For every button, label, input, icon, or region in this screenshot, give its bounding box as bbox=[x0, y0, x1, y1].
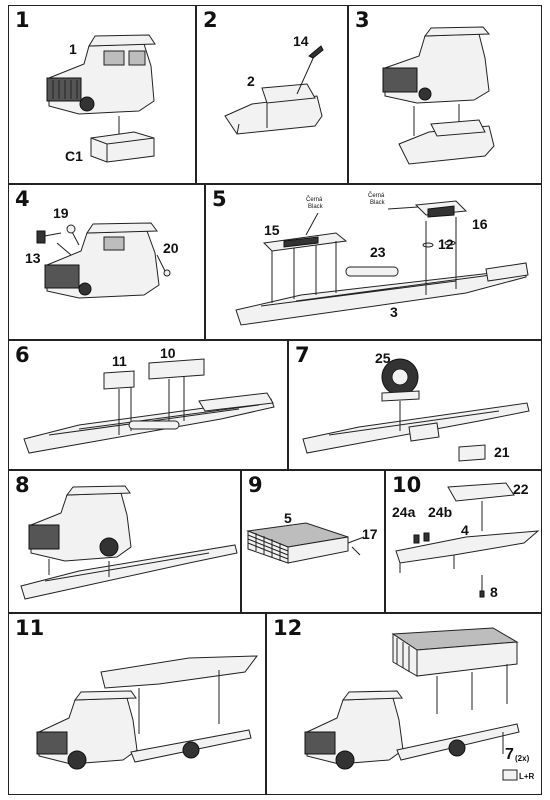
side-note: L+R bbox=[519, 772, 535, 781]
part-label: 17 bbox=[362, 526, 378, 542]
step-4-panel: 4 19 13 20 bbox=[8, 184, 205, 340]
part-label: 7 bbox=[505, 746, 514, 763]
step-7-panel: 7 25 21 bbox=[288, 340, 542, 470]
part-label: 10 bbox=[160, 345, 176, 361]
part-label: 3 bbox=[390, 304, 398, 320]
step-5-panel: 5 15 Černá Black Černá Black 23 3 16 12 bbox=[205, 184, 542, 340]
part-label: 21 bbox=[494, 444, 510, 460]
step-number: 11 bbox=[15, 616, 45, 640]
part-label: 22 bbox=[513, 481, 529, 497]
cab-details-illustration bbox=[36, 222, 171, 299]
step-number: 9 bbox=[248, 473, 263, 497]
deck-assembly-illustration bbox=[395, 482, 540, 598]
step-number: 4 bbox=[15, 187, 30, 211]
part-label: 11 bbox=[112, 353, 127, 369]
part-label: 24a bbox=[392, 504, 416, 520]
step-number: 7 bbox=[295, 343, 310, 367]
step-number: 5 bbox=[212, 187, 227, 211]
part-label: 8 bbox=[490, 584, 498, 600]
step-number: 6 bbox=[15, 343, 30, 367]
truck-cab-illustration bbox=[46, 34, 156, 163]
part-label: 1 bbox=[69, 41, 77, 57]
part-label: 5 bbox=[284, 510, 292, 526]
step-12-panel: 12 7 (2x) L+R bbox=[266, 613, 542, 795]
cab-bumper-fit-illustration bbox=[382, 26, 495, 165]
step-1-panel: 1 1 C1 bbox=[8, 5, 196, 184]
step-number: 2 bbox=[203, 8, 218, 32]
spare-wheel-illustration bbox=[302, 358, 530, 462]
bumper-assembly-illustration bbox=[224, 45, 324, 135]
paint-note-czech: Černá bbox=[368, 193, 385, 199]
deck-on-truck-illustration bbox=[36, 655, 259, 770]
step-3-panel: 3 bbox=[348, 5, 542, 184]
part-label: 16 bbox=[472, 216, 488, 232]
step-number: 12 bbox=[273, 616, 303, 640]
step-number: 8 bbox=[15, 473, 30, 497]
step-number: 3 bbox=[355, 8, 370, 32]
part-label: C1 bbox=[65, 148, 83, 164]
part-label: 20 bbox=[163, 240, 179, 256]
part-label: 15 bbox=[264, 222, 280, 238]
part-label: 4 bbox=[461, 522, 469, 538]
paint-note-english: Black bbox=[370, 200, 385, 206]
launcher-tubes-illustration bbox=[246, 522, 365, 564]
fuel-tanks-illustration bbox=[23, 358, 275, 454]
cab-on-chassis-illustration bbox=[20, 485, 238, 600]
step-number: 1 bbox=[15, 8, 30, 32]
part-label: 19 bbox=[53, 205, 69, 221]
paint-note-english: Black bbox=[308, 204, 323, 210]
part-label: 25 bbox=[375, 350, 391, 366]
step-9-panel: 9 5 17 bbox=[241, 470, 385, 613]
step-8-panel: 8 bbox=[8, 470, 241, 613]
part-label: 14 bbox=[293, 33, 309, 49]
chassis-frame-illustration bbox=[235, 200, 529, 326]
step-10-panel: 10 22 24a 24b 4 8 bbox=[385, 470, 542, 613]
part-label: 23 bbox=[370, 244, 386, 260]
step-2-panel: 2 14 2 bbox=[196, 5, 348, 184]
part-label: 12 bbox=[438, 236, 454, 252]
part-label: 13 bbox=[25, 250, 41, 266]
step-number: 10 bbox=[392, 473, 422, 497]
part-label: 2 bbox=[247, 73, 255, 89]
paint-note-czech: Černá bbox=[306, 197, 323, 203]
step-6-panel: 6 11 10 bbox=[8, 340, 288, 470]
part-label: 24b bbox=[428, 504, 453, 520]
step-11-panel: 11 bbox=[8, 613, 266, 795]
quantity-note: (2x) bbox=[515, 754, 530, 763]
final-assembly-illustration bbox=[304, 627, 520, 781]
